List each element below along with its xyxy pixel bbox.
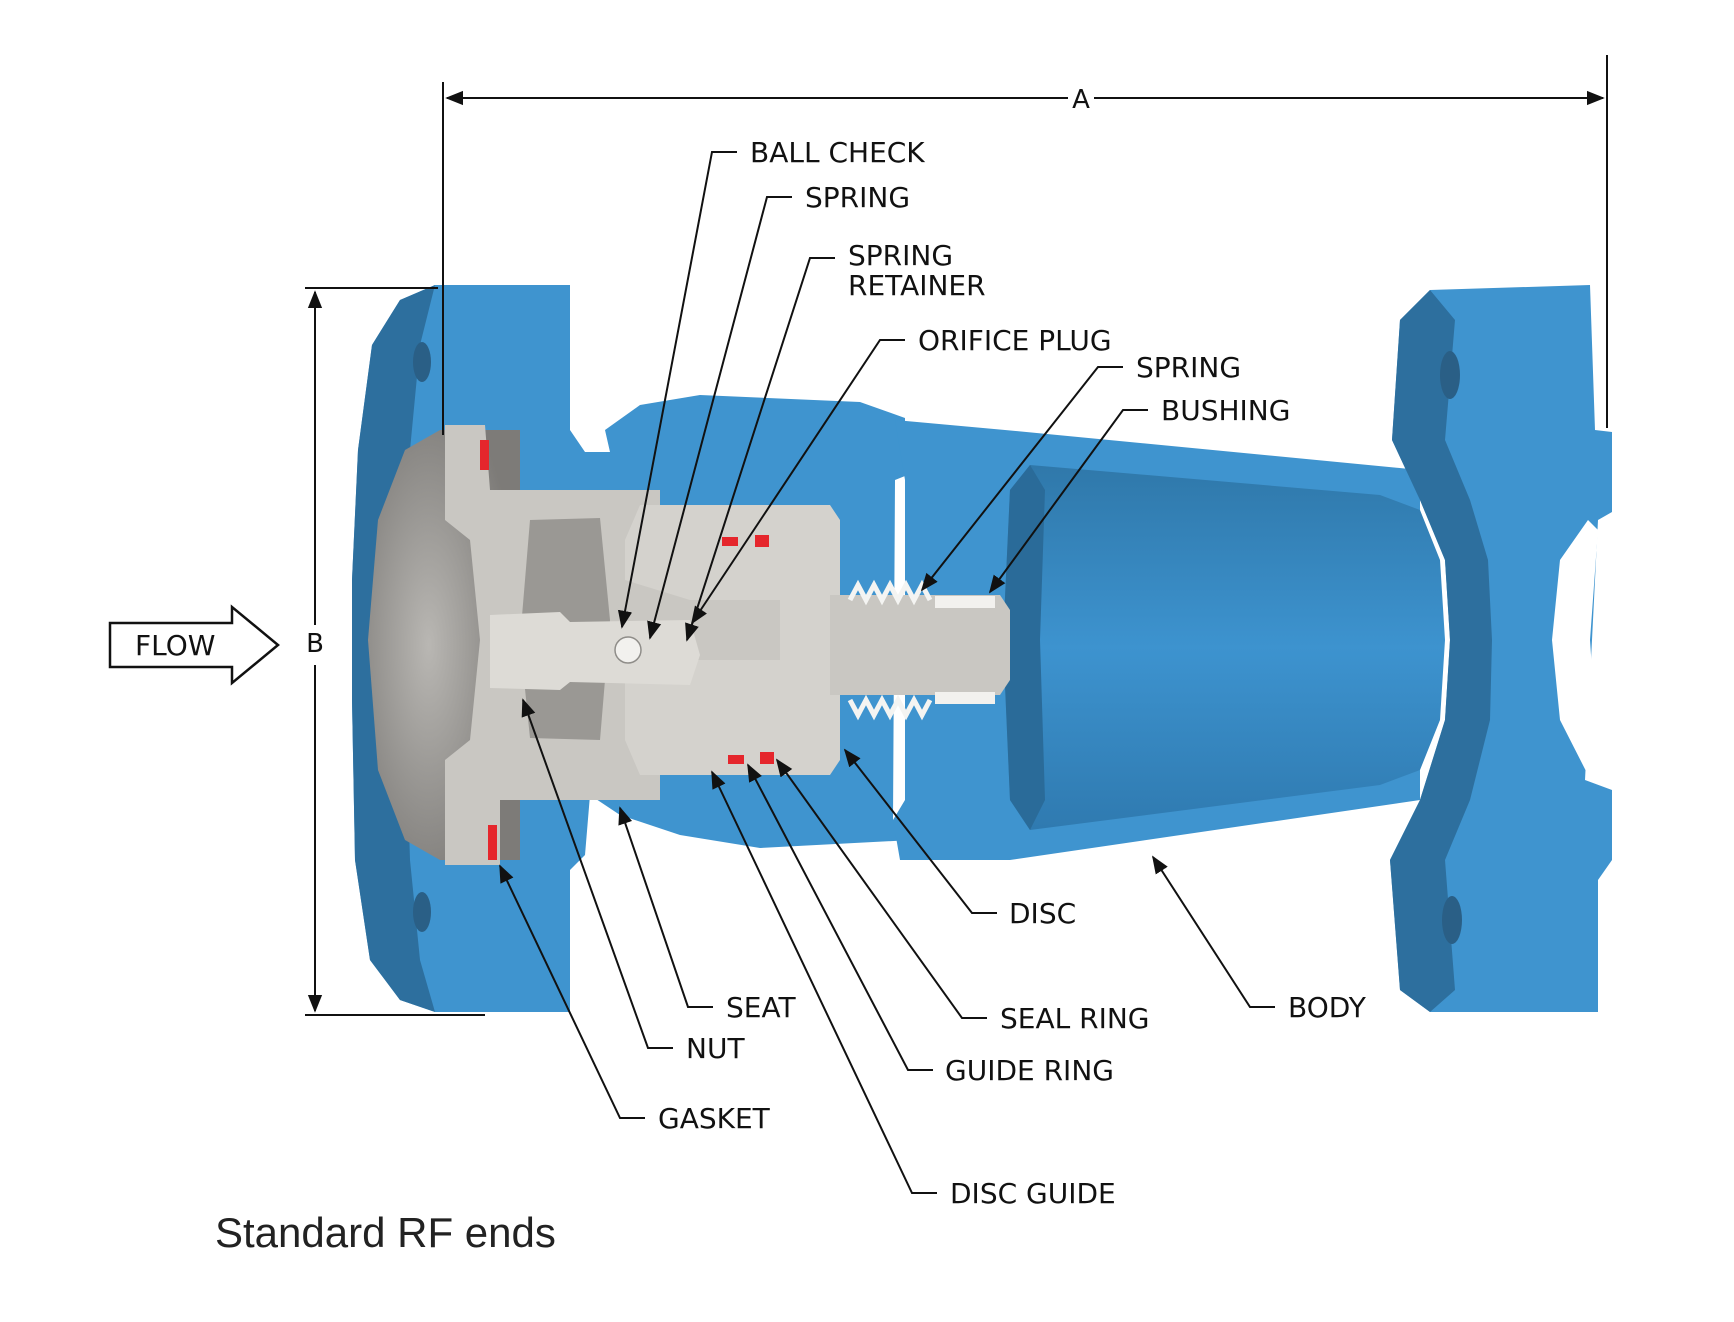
callout-disc: DISC: [843, 748, 1076, 930]
bolt-hole-icon: [1440, 351, 1460, 399]
orifice-plug: [490, 612, 700, 690]
label-spring-1: SPRING: [805, 181, 910, 214]
seal-ring-top: [755, 535, 769, 547]
disc-stem: [830, 595, 1010, 695]
callout-spring-1: SPRING: [647, 181, 910, 640]
label-orifice-plug: ORIFICE PLUG: [918, 324, 1112, 357]
label-guide-ring: GUIDE RING: [945, 1054, 1114, 1087]
bushing-lower: [935, 692, 995, 704]
barrel-cavity: [1003, 465, 1445, 830]
dimension-a: A: [442, 55, 1608, 435]
label-nut: NUT: [686, 1032, 745, 1065]
dimension-a-label: A: [1072, 85, 1090, 115]
callout-body: BODY: [1152, 855, 1367, 1024]
callout-bushing: BUSHING: [988, 394, 1290, 594]
guide-ring-bottom: [728, 755, 744, 764]
bushing: [935, 596, 995, 608]
disc-assembly: [625, 505, 840, 775]
bolt-hole-icon: [413, 892, 431, 932]
cavity-lip: [1003, 465, 1045, 830]
seal-ring-bottom: [760, 752, 774, 764]
dimension-b-label: B: [306, 629, 324, 659]
label-disc-guide: DISC GUIDE: [950, 1177, 1116, 1210]
callout-guide-ring: GUIDE RING: [747, 763, 1114, 1087]
outlet-flange-bore: [1552, 520, 1598, 775]
guide-ring-top: [722, 537, 738, 546]
label-bushing: BUSHING: [1161, 394, 1290, 427]
outlet-flange-side: [1390, 290, 1492, 1012]
label-disc: DISC: [1009, 897, 1076, 930]
callout-gasket: GASKET: [499, 864, 771, 1135]
label-seat: SEAT: [726, 991, 796, 1024]
label-spring-retainer-2: RETAINER: [848, 269, 986, 302]
bolt-hole-icon: [1442, 896, 1462, 944]
dimension-b: B: [305, 287, 485, 1016]
callout-orifice-plug: ORIFICE PLUG: [691, 324, 1112, 625]
callout-disc-guide: DISC GUIDE: [711, 770, 1116, 1210]
label-seal-ring: SEAL RING: [1000, 1002, 1149, 1035]
callout-ball-check: BALL CHECK: [617, 136, 925, 629]
callout-spring-2: SPRING: [920, 351, 1241, 592]
label-ball-check: BALL CHECK: [750, 136, 925, 169]
callout-nut: NUT: [521, 698, 745, 1065]
gasket-top: [480, 440, 489, 470]
ball-check: [614, 636, 642, 664]
callout-seat: SEAT: [618, 806, 796, 1024]
spring-coil: [847, 579, 933, 721]
gasket-bottom: [488, 825, 497, 860]
label-body: BODY: [1288, 991, 1367, 1024]
flow-label: FLOW: [135, 629, 215, 662]
label-gasket: GASKET: [658, 1102, 771, 1135]
callout-seal-ring: SEAL RING: [775, 758, 1149, 1035]
flow-arrow-icon: FLOW: [108, 604, 280, 686]
label-spring-retainer-1: SPRING: [848, 239, 953, 272]
label-spring-2: SPRING: [1136, 351, 1241, 384]
callout-spring-retainer: SPRING RETAINER: [685, 239, 986, 642]
diagram-caption: Standard RF ends: [215, 1209, 556, 1256]
bolt-hole-icon: [413, 342, 431, 382]
